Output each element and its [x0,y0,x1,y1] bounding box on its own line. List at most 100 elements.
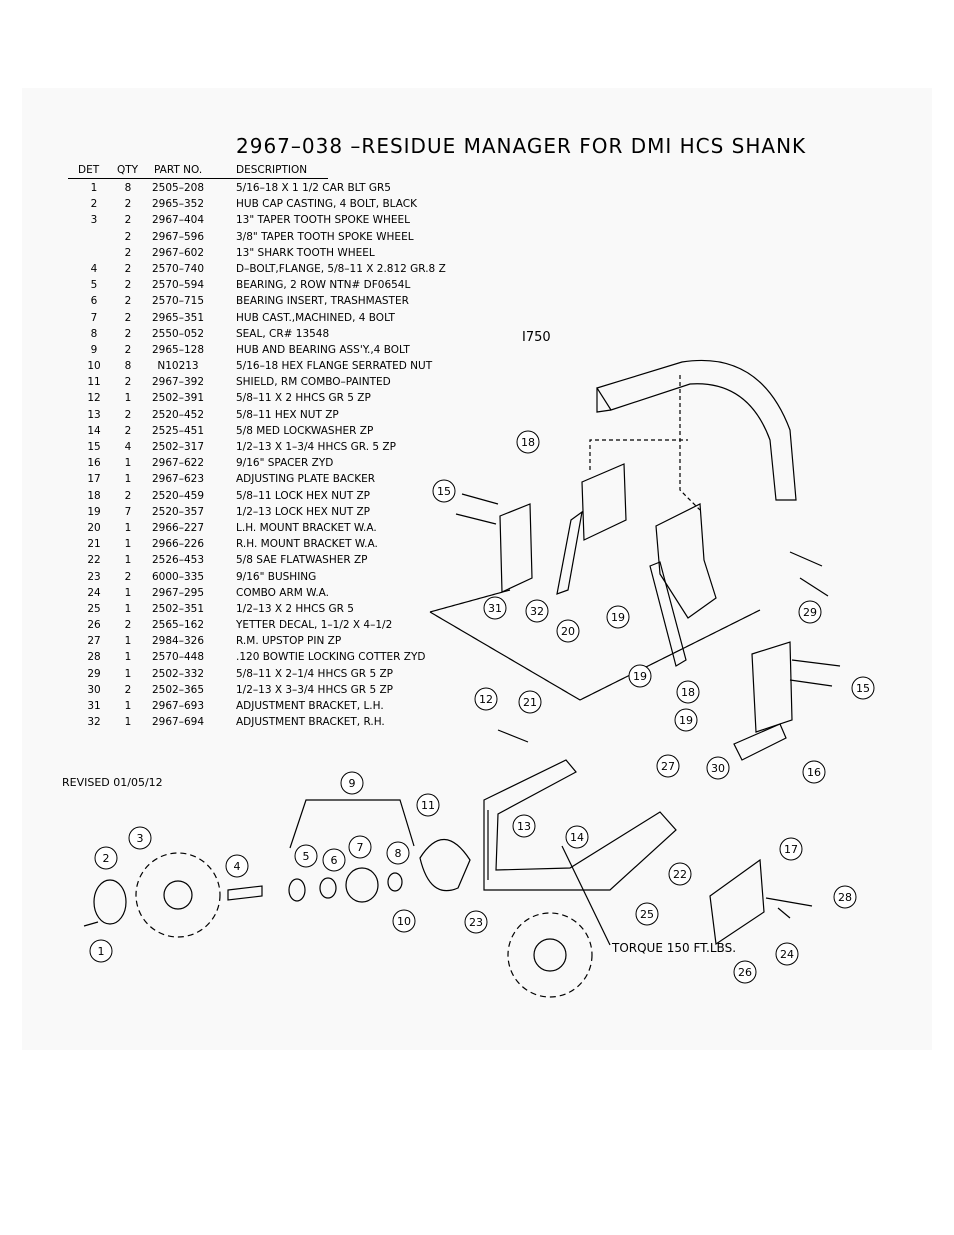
callout-number: 22 [673,868,687,881]
callout-number: 1 [98,945,105,958]
header-description: DESCRIPTION [236,164,308,176]
row-det: 10 [87,360,101,373]
row-part-no: 2966–226 [151,538,204,551]
row-description: 3/8" TAPER TOOTH SPOKE WHEEL [236,230,414,243]
row-part-no: 2984–326 [151,635,204,648]
callout-balloon: 22 [668,862,692,886]
row-description: ADJUSTING PLATE BACKER [236,473,376,486]
row-description: R.H. MOUNT BRACKET W.A. [236,538,378,551]
callout-number: 6 [331,854,338,867]
row-qty: 1 [124,635,132,648]
row-description: 1/2–13 X 2 HHCS GR 5 [236,602,354,615]
header-qty: QTY [117,164,139,176]
row-part-no: 2520–452 [151,408,204,421]
row-part-no: 2967–694 [151,716,204,729]
row-det: 26 [87,619,101,632]
hub-7 [345,867,379,903]
row-description: HUB AND BEARING ASS'Y.,4 BOLT [236,343,410,356]
row-part-no: 2520–459 [151,489,204,502]
row-description: 5/8–11 X 2 HHCS GR 5 ZP [236,392,371,405]
row-part-no: 2502–317 [151,441,204,453]
row-qty: 1 [124,392,132,405]
row-part-no: 2966–227 [151,521,204,534]
row-description: HUB CAP CASTING, 4 BOLT, BLACK [236,198,417,211]
row-det: 13 [87,408,101,421]
row-qty: 2 [124,214,132,227]
callout-balloon: 24 [775,942,799,966]
row-det: 5 [90,279,98,292]
callout-balloon: 14 [565,825,589,849]
callout-number: 3 [137,832,144,845]
bolt-15-c [791,659,841,667]
row-qty: 1 [124,651,132,664]
callout-balloon: 8 [386,841,410,865]
row-qty: 8 [124,182,132,194]
row-det: 27 [87,635,101,648]
callout-number: 21 [523,696,537,709]
callout-number: 14 [570,831,584,844]
row-qty: 1 [124,716,132,729]
row-description: 1/2–13 X 3–3/4 HHCS GR 5 ZP [236,683,393,696]
row-description: 9/16" SPACER ZYD [236,457,334,470]
callout-balloon: 19 [606,605,630,629]
row-description: 1/2–13 LOCK HEX NUT ZP [236,505,371,518]
bolt-15-b [455,513,497,525]
callout-number: 15 [856,682,870,695]
row-part-no: 2965–128 [151,343,204,356]
callout-balloon: 23 [464,910,488,934]
callout-number: 25 [640,908,654,921]
header-rule [68,178,328,179]
row-description: BEARING, 2 ROW NTN# DF0654L [236,279,411,292]
spoke-wheel-lower [507,912,593,998]
callout-balloon: 21 [518,690,542,714]
row-det: 31 [87,700,101,712]
torque-leader [561,845,611,946]
row-part-no: 2967–602 [151,246,204,259]
row-det: 20 [87,521,101,534]
callout-number: 28 [838,891,852,904]
row-qty: 2 [124,198,132,211]
row-det: 24 [87,586,101,599]
callout-balloon: 17 [779,837,803,861]
row-det: 14 [87,424,101,437]
bolt-15-d [789,679,833,687]
callout-number: 31 [488,602,502,615]
mount-bracket-21 [581,463,627,541]
callout-number: 11 [421,799,435,812]
row-det: 1 [90,182,98,194]
row-description: 1/2–13 X 1–3/4 HHCS GR. 5 ZP [236,441,396,453]
row-description: 13" TAPER TOOTH SPOKE WHEEL [236,214,411,227]
callout-number: 32 [530,605,544,618]
row-qty: 2 [124,295,132,308]
bolt-30-b [799,577,829,597]
seal-8 [387,872,403,892]
adjustment-plate-31 [733,723,787,761]
callout-number: 12 [479,693,493,706]
combo-arm-24 [483,759,677,891]
model-label: I750 [522,330,551,345]
drawing-sheet [22,88,932,1050]
row-qty: 2 [124,619,132,632]
row-part-no: 2967–295 [151,586,204,599]
row-det: 12 [87,392,101,405]
row-det: 28 [87,651,101,664]
row-det: 16 [87,457,101,470]
callout-number: 19 [611,611,625,624]
row-part-no: 2525–451 [151,424,204,437]
center-dash [589,375,701,511]
callout-balloon: 18 [676,680,700,704]
